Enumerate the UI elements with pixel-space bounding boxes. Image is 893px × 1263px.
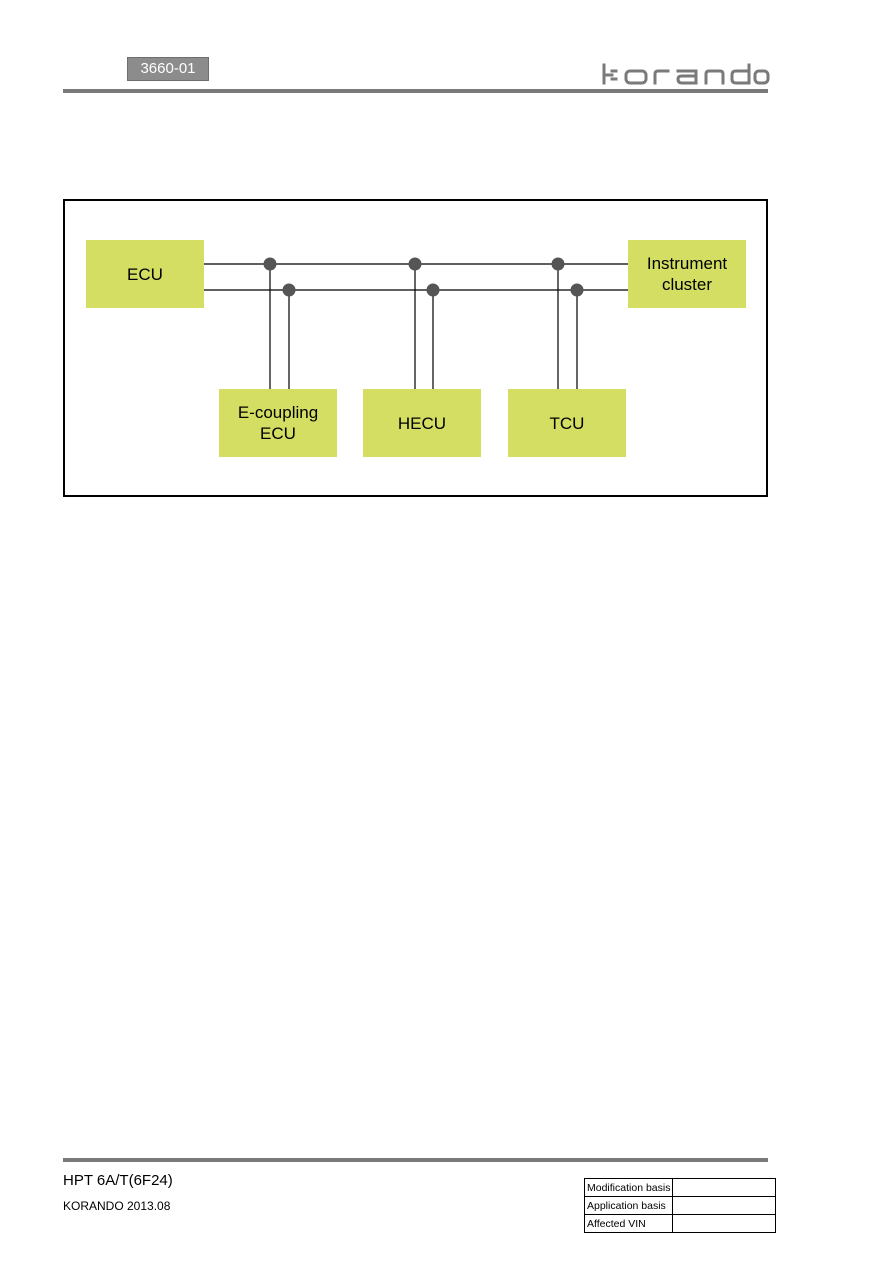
- module-tcu: TCU: [508, 389, 626, 457]
- header-divider: [63, 89, 768, 93]
- table-row: Affected VIN: [583, 1214, 777, 1233]
- basis-label: Modification basis: [583, 1178, 674, 1197]
- module-instrument-cluster: Instrument cluster: [628, 240, 746, 308]
- junction-node: [263, 257, 277, 271]
- basis-value: [672, 1214, 777, 1233]
- junction-node: [551, 257, 565, 271]
- basis-label: Affected VIN: [583, 1214, 674, 1233]
- basis-value: [672, 1178, 777, 1197]
- module-e-coupling-ecu: E-coupling ECU: [219, 389, 337, 457]
- can-network-diagram: ECU Instrument cluster E-coupling ECU HE…: [63, 199, 768, 497]
- footer-title: HPT 6A/T(6F24): [63, 1172, 173, 1189]
- table-row: Modification basis: [583, 1178, 777, 1197]
- junction-node: [408, 257, 422, 271]
- junction-node: [282, 283, 296, 297]
- footer-divider: [63, 1158, 768, 1162]
- can-bus-wiring: [204, 257, 628, 389]
- korando-logo: [602, 63, 770, 85]
- module-ecu: ECU: [86, 240, 204, 308]
- page-code-badge: 3660-01: [127, 57, 209, 81]
- basis-table: Modification basis Application basis Aff…: [583, 1178, 777, 1233]
- junction-node: [426, 283, 440, 297]
- basis-value: [672, 1196, 777, 1215]
- footer-model-date: KORANDO 2013.08: [63, 1199, 171, 1213]
- junction-node: [570, 283, 584, 297]
- basis-label: Application basis: [583, 1196, 674, 1215]
- module-hecu: HECU: [363, 389, 481, 457]
- table-row: Application basis: [583, 1196, 777, 1215]
